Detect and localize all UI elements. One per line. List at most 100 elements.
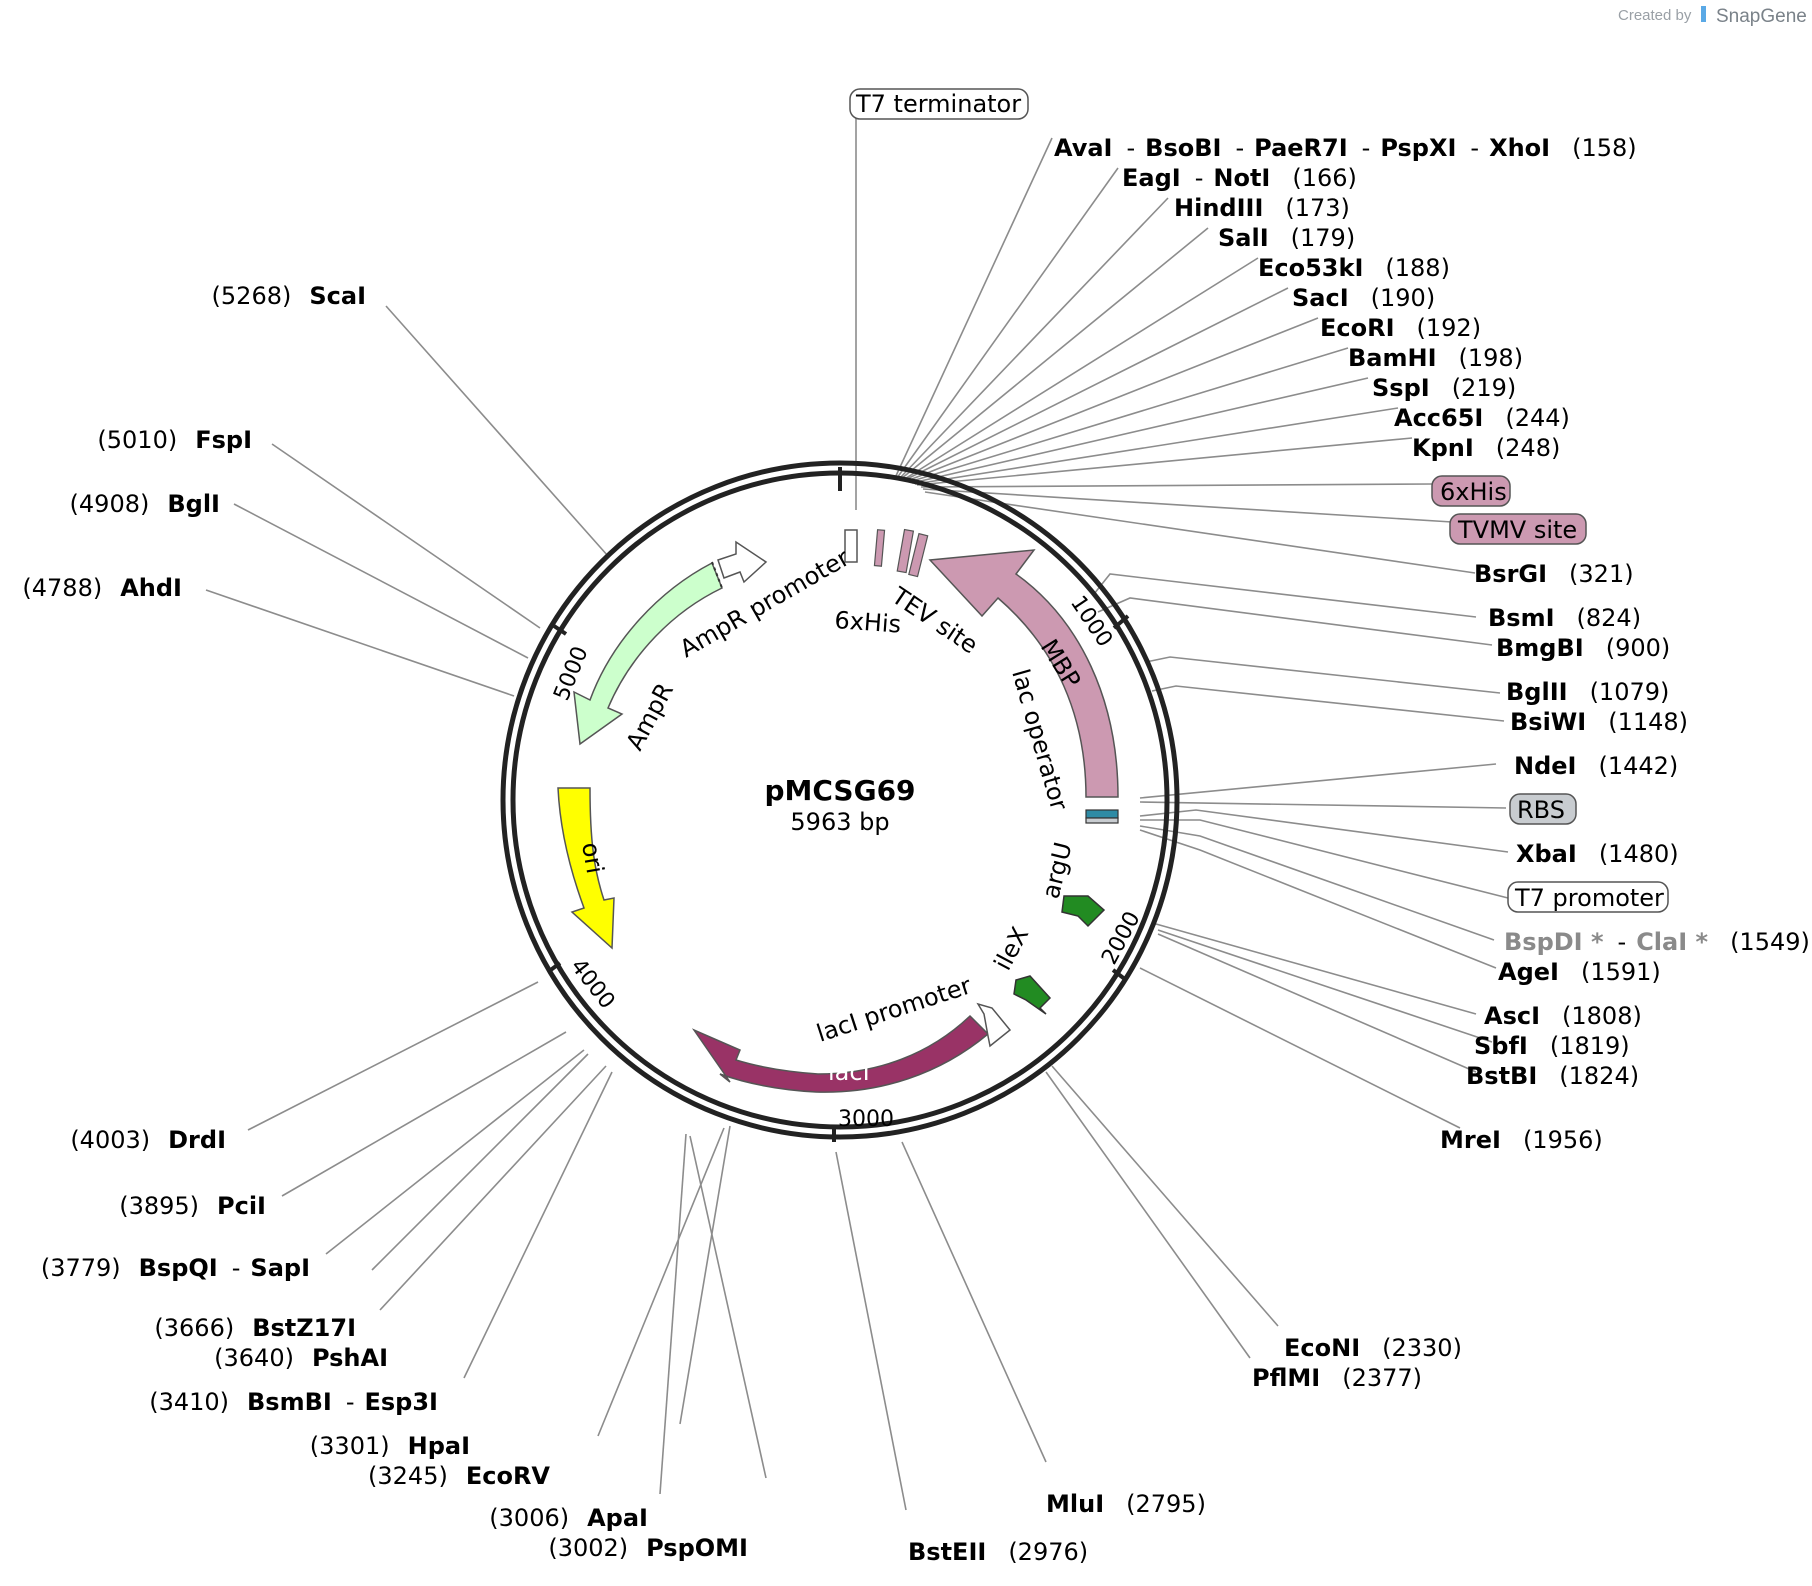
plasmid-title: pMCSG69 5963 bp [764, 774, 915, 836]
site-label-text: MreI(1956) [1440, 1126, 1603, 1154]
site-label-text: BglII(1079) [1506, 678, 1669, 706]
laci-promoter-feature[interactable] [976, 1002, 1012, 1048]
site-label-r3[interactable]: HindIII(173) [1174, 194, 1350, 222]
site-label-l1[interactable]: (3006)ApaI [489, 1504, 648, 1532]
ilex-label: ileX [989, 922, 1035, 974]
ori-feature[interactable] [557, 787, 615, 950]
site-label-text: SbfI(1819) [1474, 1032, 1630, 1060]
ilex-feature[interactable] [1013, 975, 1052, 1015]
site-label-text: BsmI(824) [1488, 604, 1641, 632]
site-label-r1[interactable]: AvaI-BsoBI-PaeR7I-PspXI-XhoI(158) [1054, 134, 1637, 162]
tick-mark-1000 [1112, 614, 1130, 630]
tvmv-feature[interactable] [896, 528, 915, 574]
site-label-text: (3779)BspQI-SapI [41, 1254, 310, 1282]
site-label-text: XbaI(1480) [1516, 840, 1679, 868]
site-label-u3[interactable]: (5010)FspI [97, 426, 252, 454]
rbs-box-label: RBS [1517, 796, 1565, 824]
lac-operator-feature[interactable] [1085, 809, 1119, 819]
site-label-r11[interactable]: KpnI(248) [1412, 434, 1560, 462]
site-label-text: SacI(190) [1292, 284, 1435, 312]
site-label-r7[interactable]: EcoRI(192) [1320, 314, 1481, 342]
site-label-text: (3006)ApaI [489, 1504, 648, 1532]
site-label-r2[interactable]: EagI-NotI(166) [1122, 164, 1357, 192]
site-label-r15[interactable]: BglII(1079) [1506, 678, 1669, 706]
site-label-l8[interactable]: (3779)BspQI-SapI [41, 1254, 310, 1282]
ampr-promoter-feature[interactable] [717, 540, 768, 584]
site-label-r12[interactable]: BsrGI(321) [1474, 560, 1634, 588]
site-label-l10[interactable]: (4003)DrdI [70, 1126, 226, 1154]
site-label-l3[interactable]: (3245)EcoRV [368, 1462, 550, 1490]
site-label-text: PflMI(2377) [1252, 1364, 1422, 1392]
site-label-text: (3002)PspOMI [548, 1534, 748, 1562]
site-label-r8[interactable]: BamHI(198) [1348, 344, 1523, 372]
site-label-r20[interactable]: AgeI(1591) [1498, 958, 1661, 986]
tvmv-box-label: TVMV site [1457, 516, 1577, 544]
site-label-text: AgeI(1591) [1498, 958, 1661, 986]
tick-mark-2000 [1111, 968, 1128, 982]
plasmid-size: 5963 bp [790, 808, 889, 836]
plasmid-backbone [500, 460, 1180, 1142]
site-label-l4[interactable]: (3301)HpaI [310, 1432, 470, 1460]
site-label-text: (3301)HpaI [310, 1432, 470, 1460]
site-label-r22[interactable]: SbfI(1819) [1474, 1032, 1630, 1060]
site-label-text: (3666)BstZ17I [154, 1314, 356, 1342]
site-label-text: AvaI-BsoBI-PaeR7I-PspXI-XhoI(158) [1054, 134, 1637, 162]
rbs-feature[interactable] [1085, 817, 1119, 824]
ampr-feature[interactable] [573, 561, 723, 746]
site-label-l6[interactable]: (3640)PshAI [214, 1344, 388, 1372]
his6-box-label: 6xHis [1440, 478, 1507, 506]
restriction-site-labels: AvaI-BsoBI-PaeR7I-PspXI-XhoI(158)EagI-No… [22, 134, 1809, 1566]
site-label-r14[interactable]: BmgBI(900) [1496, 634, 1670, 662]
site-label-text: EcoNI(2330) [1284, 1334, 1462, 1362]
site-label-b2[interactable]: PflMI(2377) [1252, 1364, 1422, 1392]
site-label-text: Acc65I(244) [1394, 404, 1570, 432]
t7-terminator-box[interactable]: T7 terminator [849, 88, 1029, 120]
site-label-b1[interactable]: EcoNI(2330) [1284, 1334, 1462, 1362]
tick-mark-4000 [546, 961, 562, 974]
site-label-u1[interactable]: (4788)AhdI [22, 574, 182, 602]
site-label-b4[interactable]: BstEII(2976) [908, 1538, 1088, 1566]
site-label-l2[interactable]: (3002)PspOMI [548, 1534, 748, 1562]
site-label-r23[interactable]: BstBI(1824) [1466, 1062, 1639, 1090]
site-label-text: BsiWI(1148) [1510, 708, 1688, 736]
site-label-u4[interactable]: (5268)ScaI [212, 282, 366, 310]
site-label-r21[interactable]: AscI(1808) [1484, 1002, 1642, 1030]
tev-feature[interactable] [908, 532, 929, 578]
site-label-text: HindIII(173) [1174, 194, 1350, 222]
site-label-text: BstEII(2976) [908, 1538, 1088, 1566]
site-label-text: AscI(1808) [1484, 1002, 1642, 1030]
site-label-r16[interactable]: BsiWI(1148) [1510, 708, 1688, 736]
site-label-r6[interactable]: SacI(190) [1292, 284, 1435, 312]
site-label-l5[interactable]: (3410)BsmBI-Esp3I [149, 1388, 438, 1416]
site-label-r13[interactable]: BsmI(824) [1488, 604, 1641, 632]
site-label-l7[interactable]: (3666)BstZ17I [154, 1314, 356, 1342]
site-label-r5[interactable]: Eco53kI(188) [1258, 254, 1450, 282]
site-label-u2[interactable]: (4908)BglI [70, 490, 220, 518]
site-label-text: EcoRI(192) [1320, 314, 1481, 342]
site-label-r17[interactable]: NdeI(1442) [1514, 752, 1678, 780]
his6-box[interactable]: 6xHis [1431, 475, 1511, 507]
site-label-r9[interactable]: SspI(219) [1372, 374, 1516, 402]
t7-terminator-feature[interactable] [844, 529, 858, 563]
site-label-r18[interactable]: XbaI(1480) [1516, 840, 1679, 868]
site-label-text: BsrGI(321) [1474, 560, 1634, 588]
site-label-r4[interactable]: SalI(179) [1218, 224, 1355, 252]
site-label-r19[interactable]: BspDI *-ClaI *(1549) [1504, 928, 1810, 956]
site-label-r10[interactable]: Acc65I(244) [1394, 404, 1570, 432]
mbp-feature[interactable] [928, 549, 1119, 798]
features [557, 528, 1119, 1093]
tick-mark-5000 [552, 624, 568, 636]
t7-promoter-box[interactable]: T7 promoter [1507, 881, 1669, 913]
site-label-text: (4003)DrdI [70, 1126, 226, 1154]
argu-feature[interactable] [1061, 895, 1106, 928]
tvmv-box[interactable]: TVMV site [1449, 513, 1587, 545]
his6-feature[interactable] [873, 529, 886, 567]
his6-inner-label: 6xHis [834, 606, 902, 639]
site-label-b3[interactable]: MluI(2795) [1046, 1490, 1206, 1518]
site-label-r24[interactable]: MreI(1956) [1440, 1126, 1603, 1154]
laci-feature[interactable] [691, 1014, 990, 1093]
site-label-l9[interactable]: (3895)PciI [119, 1192, 266, 1220]
site-label-text: KpnI(248) [1412, 434, 1560, 462]
rbs-box[interactable]: RBS [1509, 793, 1577, 825]
